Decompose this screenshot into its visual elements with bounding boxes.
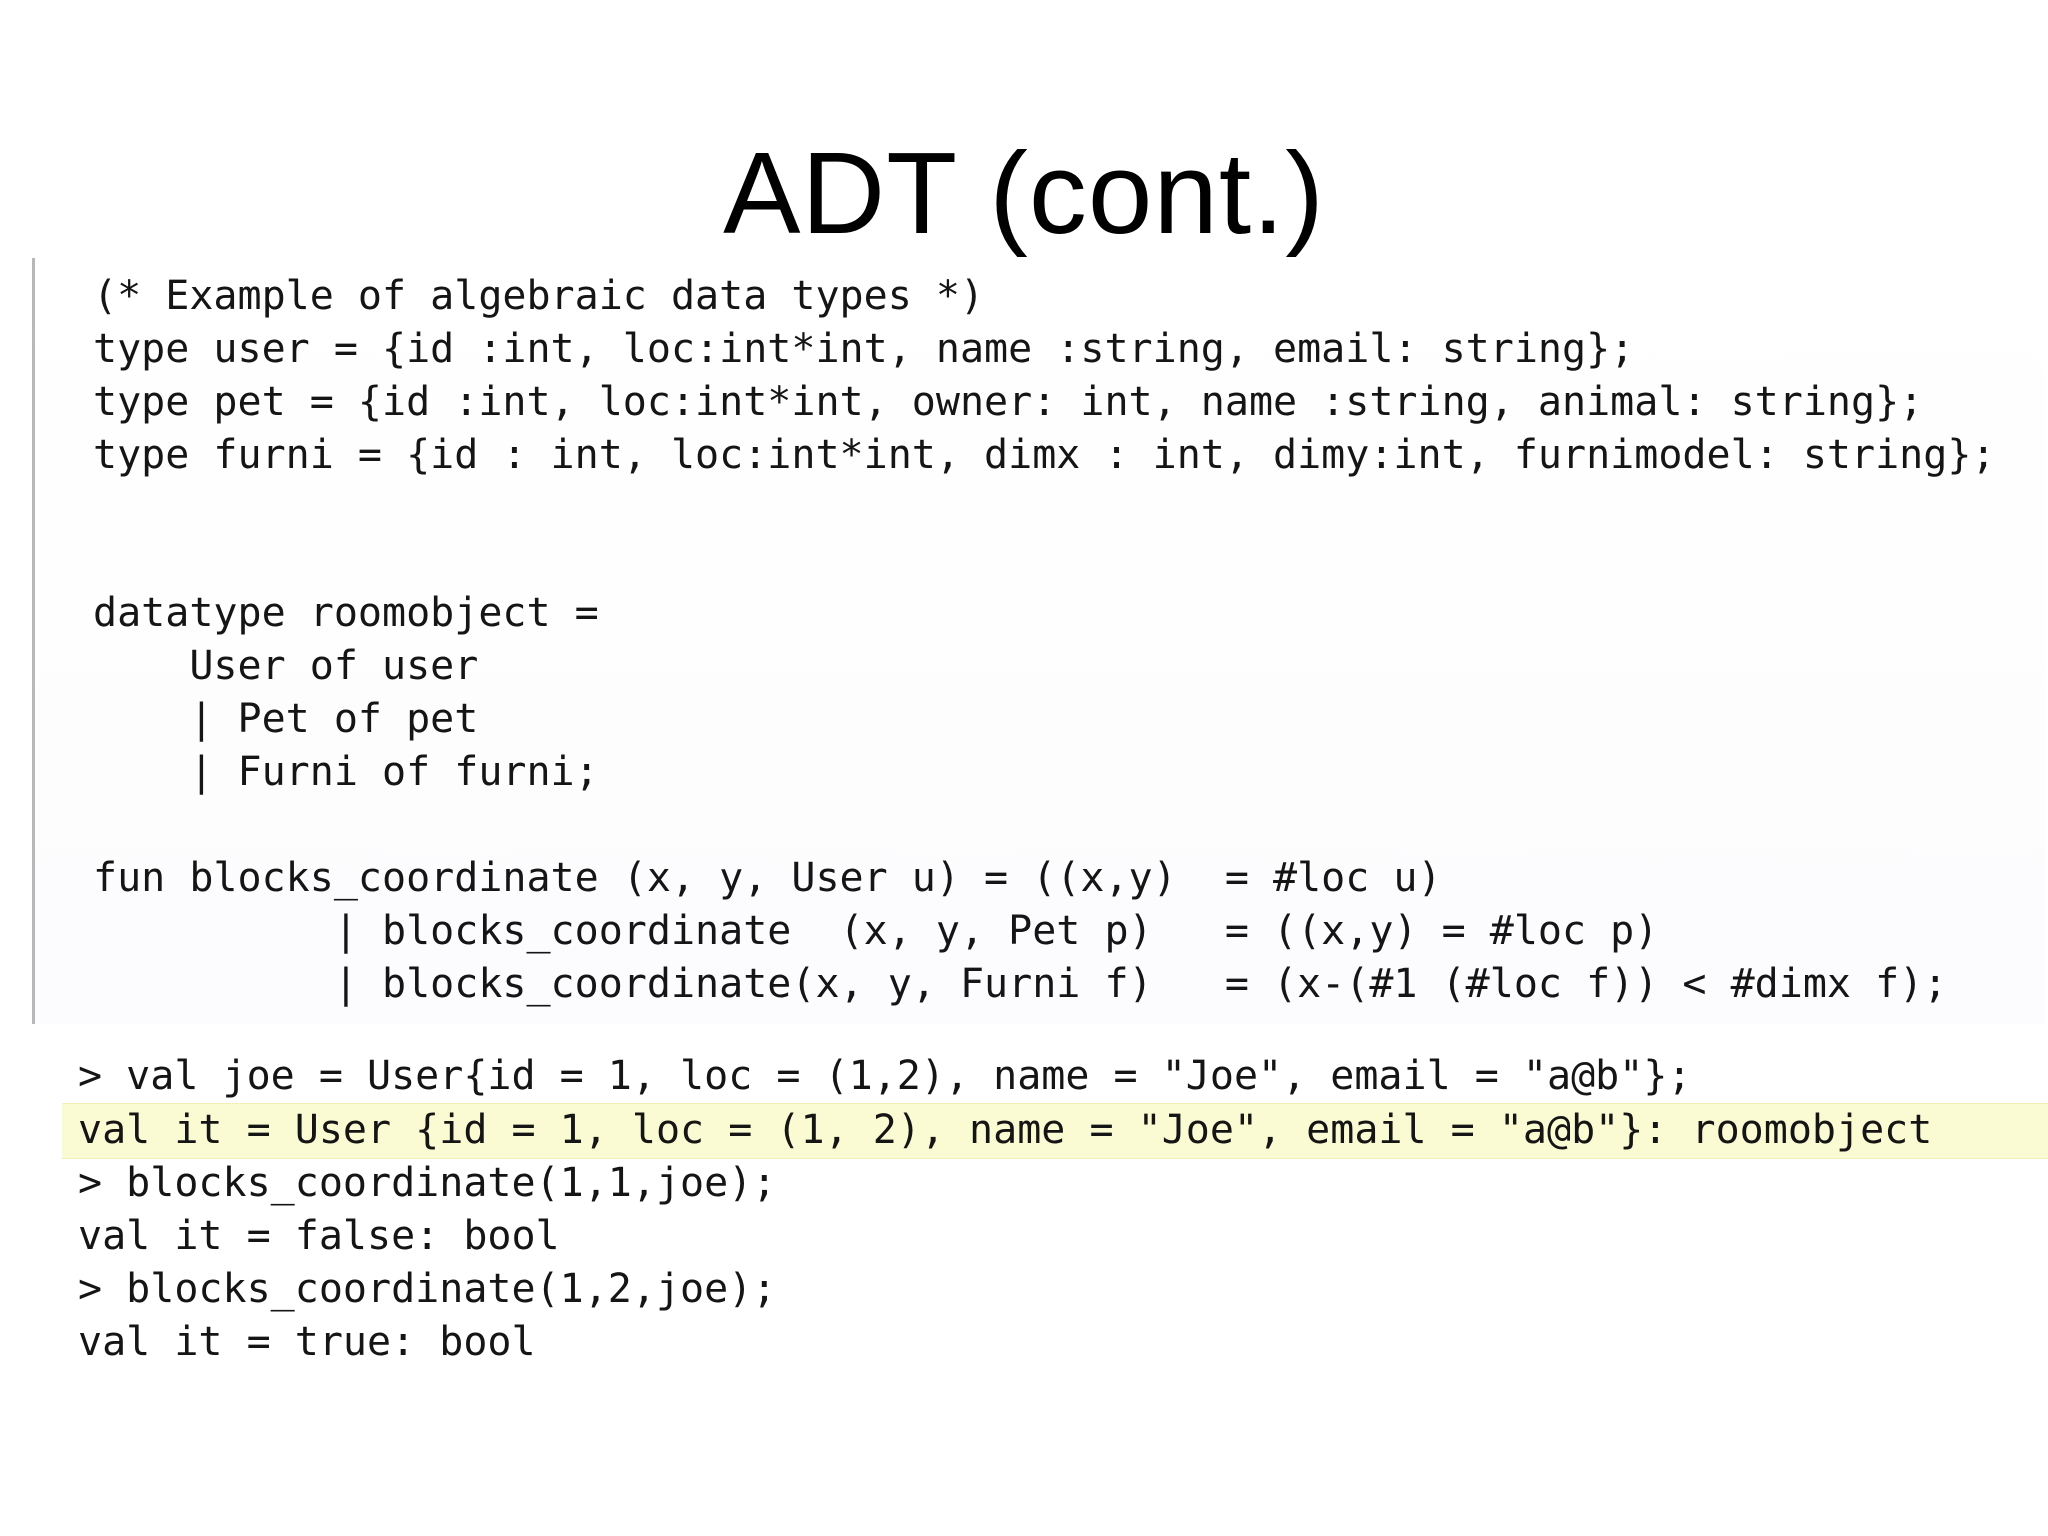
code-type-user-line: type user = {id :int, loc:int*int, name … xyxy=(93,326,1635,372)
code-datatype-line: datatype roomobject = xyxy=(93,590,599,636)
repl-highlight-bar xyxy=(62,1103,2048,1159)
code-fun-clause-pet-line: | blocks_coordinate (x, y, Pet p) = ((x,… xyxy=(93,908,1659,954)
repl-result-line: val it = true: bool xyxy=(78,1319,536,1365)
code-comment-line: (* Example of algebraic data types *) xyxy=(93,273,985,319)
code-type-furni-line: type furni = {id : int, loc:int*int, dim… xyxy=(93,432,1996,478)
repl-result-line: val it = false: bool xyxy=(78,1213,560,1259)
code-constructor-furni-line: | Furni of furni; xyxy=(93,749,599,795)
code-fun-clause-furni-line: | blocks_coordinate(x, y, Furni f) = (x-… xyxy=(93,961,1948,1007)
code-fun-clause-user-line: fun blocks_coordinate (x, y, User u) = (… xyxy=(93,855,1442,901)
code-type-pet-line: type pet = {id :int, loc:int*int, owner:… xyxy=(93,379,1924,425)
repl-result-line: val it = User {id = 1, loc = (1, 2), nam… xyxy=(78,1107,1933,1153)
repl-input-line: > blocks_coordinate(1,1,joe); xyxy=(78,1160,777,1206)
repl-output: > val joe = User{id = 1, loc = (1,2), na… xyxy=(62,1050,2048,1380)
slide-title: ADT (cont.) xyxy=(723,128,1325,258)
code-listing: (* Example of algebraic data types *) ty… xyxy=(32,258,2045,1024)
code-constructor-user-line: User of user xyxy=(93,643,479,689)
repl-input-line: > blocks_coordinate(1,2,joe); xyxy=(78,1266,777,1312)
code-constructor-pet-line: | Pet of pet xyxy=(93,696,479,742)
repl-input-line: > val joe = User{id = 1, loc = (1,2), na… xyxy=(78,1053,1692,1099)
